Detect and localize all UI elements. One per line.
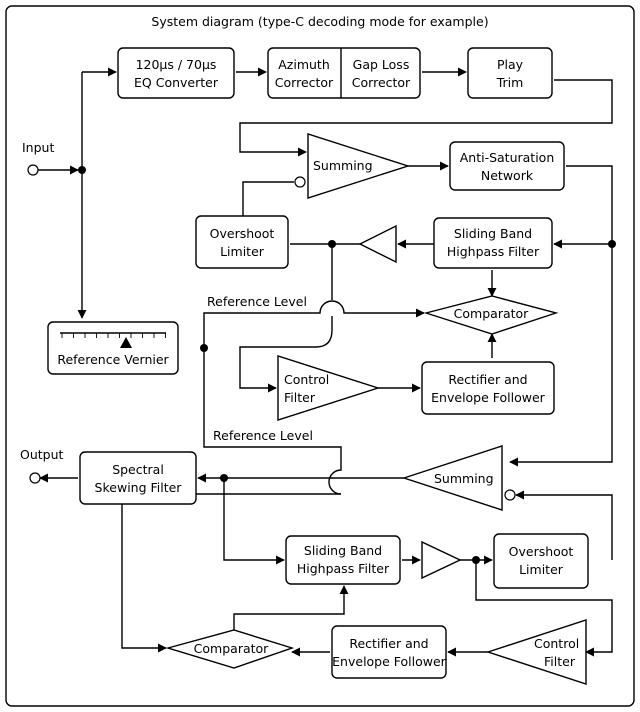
svg-text:Highpass Filter: Highpass Filter [447,244,540,259]
eq-converter-block: 120µs / 70µs EQ Converter [117,47,235,99]
summing-bottom-inverting-input-icon [504,489,516,501]
output-terminal-icon [29,472,41,484]
svg-text:Anti-Saturation: Anti-Saturation [460,150,555,165]
svg-text:Limiter: Limiter [519,562,564,577]
svg-text:Reference Vernier: Reference Vernier [57,352,169,367]
svg-text:Limiter: Limiter [220,244,265,259]
summing-top-inverting-input-icon [294,176,306,188]
anti-saturation-block: Anti-Saturation Network [449,141,565,191]
svg-text:Network: Network [481,168,534,183]
overshoot-limiter-bottom-block: Overshoot Limiter [493,533,589,589]
svg-text:Highpass Filter: Highpass Filter [297,561,390,576]
svg-text:Play: Play [497,57,524,72]
svg-text:Corrector: Corrector [352,75,411,90]
svg-text:Envelope Follower: Envelope Follower [431,390,546,405]
gap-loss-corrector-label: Gap Loss [353,57,410,72]
comparator-bottom-diamond: Comparator [165,629,295,669]
svg-text:Summing: Summing [434,471,494,486]
buffer-bottom-triangle [421,540,462,580]
output-label: Output [20,447,64,462]
svg-text:Filter: Filter [544,654,576,669]
svg-text:Comparator: Comparator [194,641,269,656]
wires [38,67,613,657]
summing-top-amplifier: Summing [307,133,411,199]
reference-vernier-block: Reference Vernier [47,321,179,375]
svg-text:Summing: Summing [313,158,373,173]
svg-text:Sliding Band: Sliding Band [454,226,532,241]
azimuth-gap-loss-block: Azimuth Corrector Gap Loss Corrector [267,47,421,99]
svg-text:Envelope Follower: Envelope Follower [332,654,447,669]
junction-dot-buffer-bottom [472,556,480,564]
diagram-title: System diagram (type-C decoding mode for… [151,14,488,29]
buffer-top-triangle [358,224,397,264]
svg-text:Overshoot: Overshoot [509,544,574,559]
vernier-pointer-icon [120,337,132,348]
junction-dot-input [78,166,86,174]
svg-text:120µs / 70µs: 120µs / 70µs [136,57,217,72]
reference-level-bottom-label: Reference Level [213,428,313,443]
input-terminal-icon [27,164,39,176]
junction-dot-feedback-top [608,240,616,248]
svg-text:Overshoot: Overshoot [210,226,275,241]
svg-text:Comparator: Comparator [454,306,529,321]
svg-text:Corrector: Corrector [275,75,334,90]
control-filter-top-amplifier: Control Filter [277,355,381,421]
control-filter-bottom-amplifier: Control Filter [485,619,587,685]
svg-text:Control: Control [284,372,329,387]
azimuth-corrector-label: Azimuth [278,57,330,72]
svg-text:Skewing Filter: Skewing Filter [95,480,183,495]
vernier-scale [61,333,166,338]
svg-text:EQ Converter: EQ Converter [134,75,219,90]
rectifier-top-block: Rectifier and Envelope Follower [421,361,555,415]
overshoot-limiter-top-block: Overshoot Limiter [195,215,289,269]
svg-text:Rectifier and: Rectifier and [349,636,428,651]
spectral-skewing-block: Spectral Skewing Filter [79,451,197,505]
diagram-frame [5,5,635,707]
reference-level-top-label: Reference Level [207,294,307,309]
sliding-band-bottom-block: Sliding Band Highpass Filter [285,535,401,585]
svg-text:Spectral: Spectral [112,462,164,477]
junction-dot-reference [200,344,208,352]
svg-text:Rectifier and: Rectifier and [448,372,527,387]
summing-bottom-amplifier: Summing [401,445,503,511]
svg-text:Filter: Filter [284,390,316,405]
rectifier-bottom-block: Rectifier and Envelope Follower [331,625,447,679]
junction-dot-buffer-top [328,240,336,248]
input-label: Input [22,140,54,155]
junction-dot-output [220,474,228,482]
svg-text:Sliding Band: Sliding Band [304,543,382,558]
svg-text:Control: Control [534,636,579,651]
comparator-top-diamond: Comparator [423,295,559,335]
play-trim-block: Play Trim [467,47,553,99]
sliding-band-top-block: Sliding Band Highpass Filter [433,217,553,269]
svg-text:Trim: Trim [496,75,524,90]
